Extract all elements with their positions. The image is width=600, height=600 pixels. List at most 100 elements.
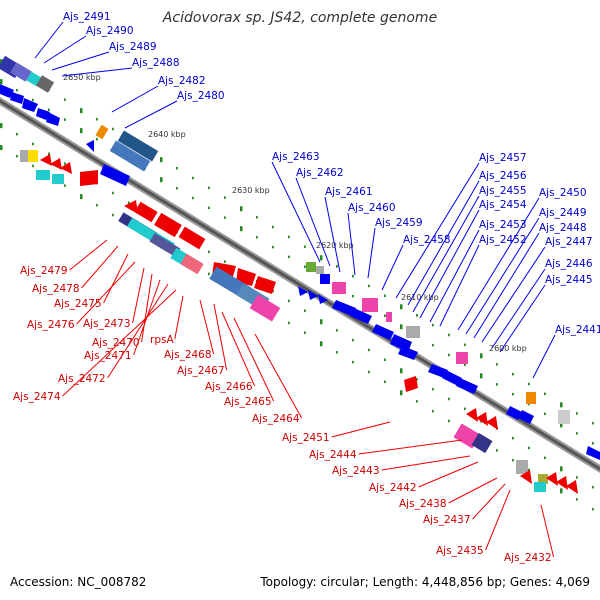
gene-label[interactable]: Ajs_2472 <box>58 373 106 385</box>
tick-dot <box>400 304 403 310</box>
gene-label-leader <box>347 212 356 276</box>
gene-label[interactable]: Ajs_2476 <box>27 319 75 331</box>
gene-label[interactable]: Ajs_2448 <box>539 222 587 234</box>
gene-label-leader <box>34 21 64 59</box>
gene-label[interactable]: Ajs_2458 <box>403 234 451 246</box>
tick-dot <box>592 507 594 511</box>
gene-label[interactable]: Ajs_2446 <box>545 258 593 270</box>
tick-dot <box>448 419 450 423</box>
gene-label-leader <box>358 439 463 455</box>
tick-dot <box>208 250 210 254</box>
tick-dot <box>528 382 530 386</box>
gene-label[interactable]: Ajs_2488 <box>132 57 180 69</box>
tick-dot <box>288 235 290 239</box>
gene-label[interactable]: Ajs_2489 <box>109 41 157 53</box>
tick-dot <box>432 323 434 327</box>
gene-label-leader <box>221 311 256 387</box>
gene-label[interactable]: Ajs_2445 <box>545 274 593 286</box>
position-tick-label: 2600 kbp <box>489 344 527 353</box>
gene-label[interactable]: Ajs_2482 <box>158 75 206 87</box>
gene-label[interactable]: Ajs_2480 <box>177 90 225 102</box>
gene-label[interactable]: Ajs_2464 <box>252 413 300 425</box>
gene-label[interactable]: Ajs_2459 <box>375 217 423 229</box>
tick-dot <box>416 400 418 403</box>
gene-label[interactable]: Ajs_2432 <box>504 552 552 564</box>
gene-label[interactable]: Ajs_2468 <box>164 349 212 361</box>
gene-label[interactable]: Ajs_2465 <box>224 396 272 408</box>
tick-dot <box>224 196 226 199</box>
tick-dot <box>304 245 306 248</box>
gene-features-reverse <box>20 150 578 494</box>
tick-dot <box>0 79 3 85</box>
gene-label[interactable]: Ajs_2475 <box>54 298 102 310</box>
tick-dot <box>336 265 338 268</box>
position-tick-label: 2610 kbp <box>401 293 439 302</box>
gene-label-leader <box>81 245 119 289</box>
topology-label: Topology: circular; Length: 4,448,856 bp… <box>259 575 590 589</box>
gene-label[interactable]: Ajs_2437 <box>423 514 471 526</box>
gene-label[interactable]: Ajs_2447 <box>545 236 593 248</box>
gene-label[interactable]: Ajs_2452 <box>479 234 527 246</box>
tick-dot <box>560 422 563 428</box>
tick-dot <box>304 331 306 334</box>
gene-label[interactable]: Ajs_2450 <box>539 187 587 199</box>
tick-dot <box>432 343 434 347</box>
gene-label[interactable]: Ajs_2460 <box>348 202 396 214</box>
gene-label[interactable]: Ajs_2455 <box>479 185 527 197</box>
gene-label[interactable]: Ajs_2453 <box>479 219 527 231</box>
gene-label-leader <box>439 244 480 327</box>
gene-label-leader <box>532 334 556 379</box>
gene-label[interactable]: Ajs_2441 <box>555 324 600 336</box>
tick-dot <box>320 341 323 347</box>
gene-label-leader <box>491 268 546 349</box>
gene-label[interactable]: Ajs_2467 <box>177 365 225 377</box>
tick-dot <box>192 196 194 200</box>
gene-label[interactable]: Ajs_2451 <box>282 432 330 444</box>
tick-dot <box>496 449 498 452</box>
gene-label[interactable]: Ajs_2473 <box>83 318 131 330</box>
tick-dot <box>448 397 450 401</box>
gene-label[interactable]: Ajs_2442 <box>369 482 417 494</box>
tick-dot <box>16 88 18 92</box>
gene-label[interactable]: Ajs_2454 <box>479 199 527 211</box>
tick-dot <box>176 167 178 170</box>
gene-label[interactable]: Ajs_2479 <box>20 265 68 277</box>
figure-title: Acidovorax sp. JS42, complete genome <box>162 10 437 26</box>
gene-label[interactable]: Ajs_2463 <box>272 151 320 163</box>
gene-label[interactable]: rpsA <box>150 334 174 346</box>
gene-label-leader <box>381 244 404 291</box>
gene-label-leader <box>51 51 110 71</box>
gene-label-leader <box>132 267 145 324</box>
tick-dot <box>80 108 83 114</box>
accession-label: Accession: NC_008782 <box>10 575 146 589</box>
gene-label[interactable]: Ajs_2466 <box>205 381 253 393</box>
gene-label-leader <box>254 333 303 419</box>
tick-dot <box>592 485 594 489</box>
gene-label[interactable]: Ajs_2491 <box>63 11 111 23</box>
gene-label[interactable]: Ajs_2443 <box>332 465 380 477</box>
tick-dot <box>592 421 594 425</box>
tick-dot <box>272 225 274 229</box>
tick-dot <box>320 255 323 261</box>
tick-dot <box>512 392 514 396</box>
tick-dot <box>0 59 3 65</box>
gene-label[interactable]: Ajs_2461 <box>325 186 373 198</box>
gene-label[interactable]: Ajs_2456 <box>479 170 527 182</box>
gene-label[interactable]: Ajs_2478 <box>32 283 80 295</box>
gene-label[interactable]: Ajs_2462 <box>296 167 344 179</box>
gene-label[interactable]: Ajs_2490 <box>86 25 134 37</box>
gene-label[interactable]: Ajs_2449 <box>539 207 587 219</box>
tick-dot <box>208 206 210 210</box>
gene-label[interactable]: Ajs_2474 <box>13 391 61 403</box>
tick-dot <box>512 372 514 376</box>
gene-label-leader <box>271 161 321 263</box>
gene-label[interactable]: Ajs_2457 <box>479 152 527 164</box>
tick-dot <box>384 358 386 361</box>
gene-label[interactable]: Ajs_2435 <box>436 545 484 557</box>
gene-label-leader <box>473 232 540 339</box>
gene-label[interactable]: Ajs_2438 <box>399 498 447 510</box>
gene-label[interactable]: Ajs_2444 <box>309 449 357 461</box>
gene-label-leader <box>107 283 169 379</box>
